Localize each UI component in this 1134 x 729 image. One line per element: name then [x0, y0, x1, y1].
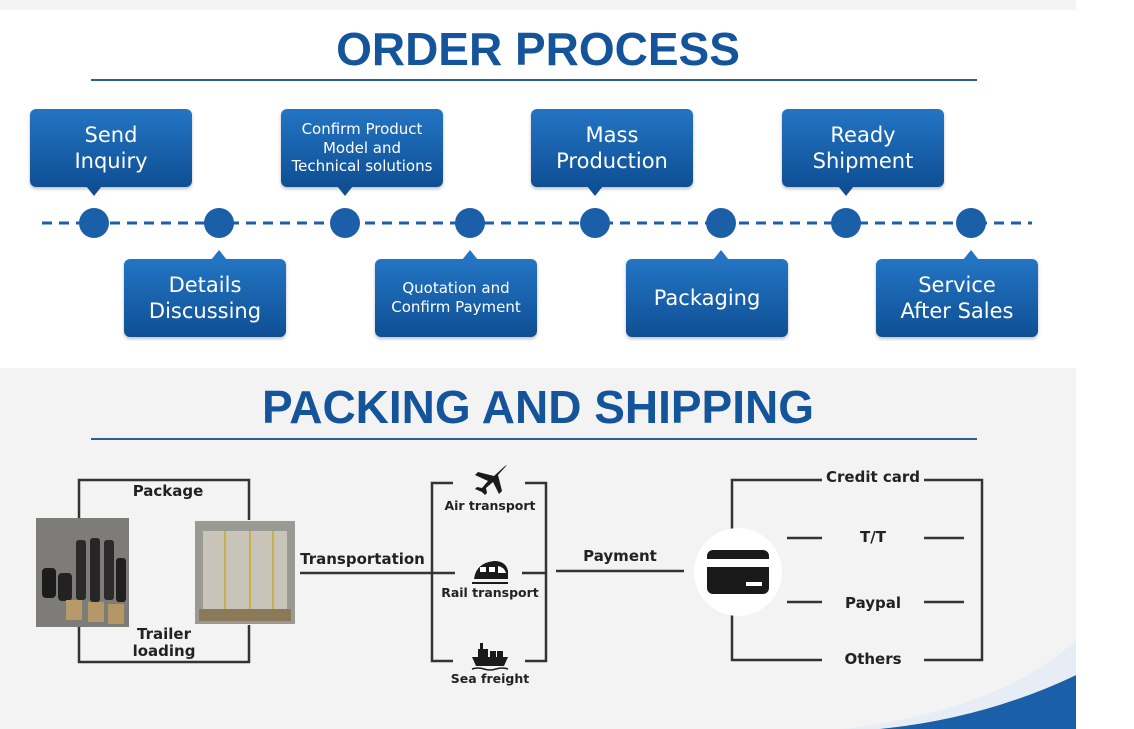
trailer-loading-label: Trailer loading — [132, 625, 196, 660]
order-process-title: ORDER PROCESS — [336, 23, 740, 75]
timeline-dot — [454, 208, 485, 238]
timeline-dot — [830, 208, 861, 238]
swoosh-dark — [880, 675, 1076, 729]
payment-label: Payment — [583, 547, 657, 565]
pallet-photo — [195, 521, 295, 624]
order-step-label: Packaging — [653, 285, 761, 310]
airplane-icon — [472, 464, 508, 500]
transport-mode-label: Air transport — [444, 498, 536, 513]
order-step-box: Confirm Product Model and Technical solu… — [281, 109, 443, 196]
order-process-rule — [91, 79, 977, 81]
package-bracket-bottom — [77, 625, 251, 664]
transportation-label: Transportation — [300, 550, 425, 568]
timeline-dot — [79, 208, 109, 238]
package-bracket-top — [77, 478, 251, 520]
parts-image — [36, 518, 129, 627]
order-step-label: Service After Sales — [900, 272, 1014, 323]
timeline-dot — [580, 208, 611, 238]
packing-shipping-title: PACKING AND SHIPPING — [261, 381, 815, 433]
packing-shipping-rule — [91, 438, 977, 440]
order-step-label: Send Inquiry — [74, 122, 148, 173]
parts-photo — [36, 518, 129, 627]
order-step-box: Quotation and Confirm Payment — [375, 250, 537, 337]
timeline-dot — [956, 208, 987, 238]
timeline-dot — [705, 208, 736, 238]
payment-method-label: Paypal — [844, 594, 902, 612]
order-step-box: Service After Sales — [876, 250, 1038, 337]
credit-card-icon — [707, 550, 769, 594]
right-margin — [1076, 0, 1134, 729]
payment-method-label: Credit card — [826, 468, 920, 486]
payment-bracket-right — [924, 478, 984, 662]
order-step-pointer — [337, 186, 353, 196]
timeline-dot — [329, 208, 360, 238]
order-step-pointer — [713, 250, 729, 260]
order-step-label: Details Discussing — [148, 272, 262, 323]
order-step-pointer — [462, 250, 478, 260]
order-step-pointer — [838, 186, 854, 196]
payment-method-label: Others — [844, 650, 902, 668]
order-step-label: Mass Production — [556, 122, 668, 173]
order-step-label: Confirm Product Model and Technical solu… — [291, 119, 433, 176]
order-step-pointer — [963, 250, 979, 260]
packing-shipping-section — [0, 368, 1076, 729]
transport-mode-label: Sea freight — [450, 671, 530, 686]
order-step-box: Mass Production — [531, 109, 693, 196]
top-strip — [0, 0, 1076, 10]
timeline — [42, 221, 1032, 225]
payment-icon-circle — [694, 528, 782, 616]
train-icon — [470, 557, 510, 591]
order-step-label: Ready Shipment — [812, 122, 914, 173]
order-step-label: Quotation and Confirm Payment — [391, 279, 521, 316]
package-label: Package — [132, 482, 204, 500]
order-step-pointer — [587, 186, 603, 196]
pallet-image — [195, 521, 295, 624]
order-step-box: Ready Shipment — [782, 109, 944, 196]
ship-icon — [470, 641, 510, 675]
timeline-dot — [204, 208, 235, 238]
order-step-box: Send Inquiry — [30, 109, 192, 196]
order-step-box: Details Discussing — [124, 250, 286, 337]
order-step-pointer — [211, 250, 227, 260]
order-step-pointer — [86, 186, 102, 196]
payment-method-label: T/T — [860, 528, 886, 546]
transport-mode-label: Rail transport — [441, 585, 539, 600]
order-step-box: Packaging — [626, 250, 788, 337]
